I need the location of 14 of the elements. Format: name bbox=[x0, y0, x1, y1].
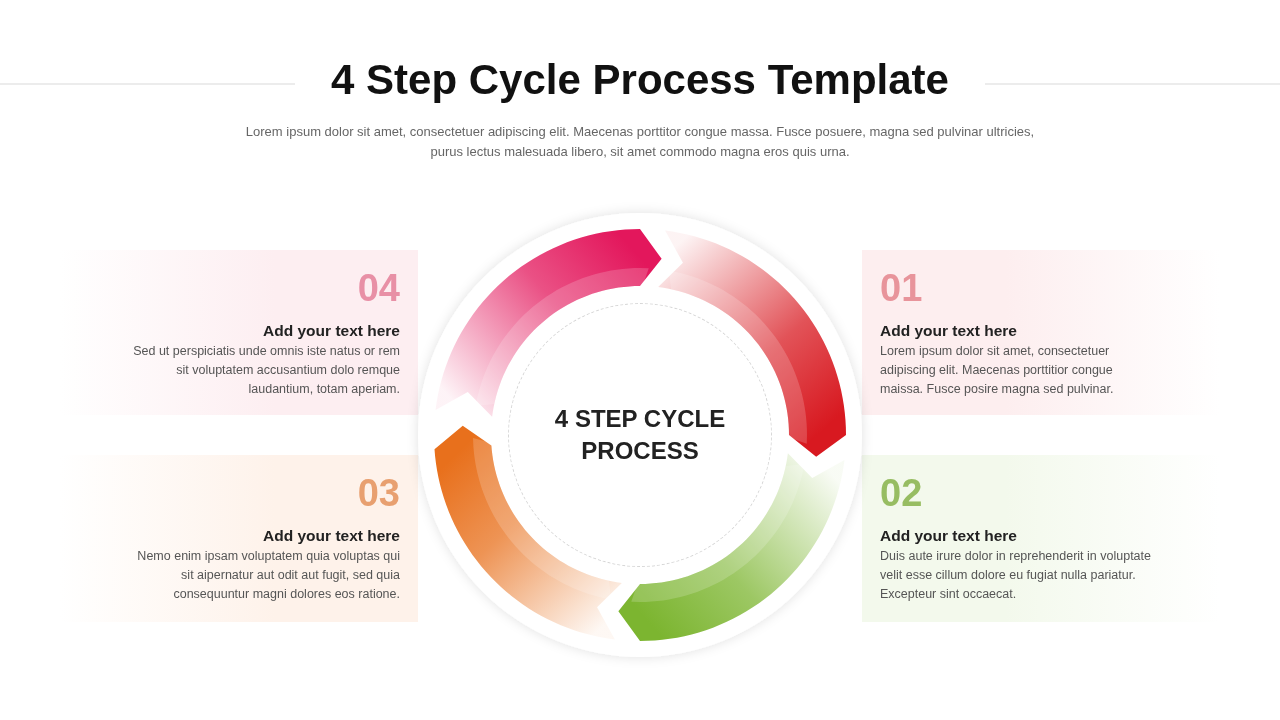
step-number: 02 bbox=[880, 473, 923, 513]
step-number: 03 bbox=[357, 473, 400, 513]
step-heading: Add your text here bbox=[263, 321, 400, 341]
step-number: 01 bbox=[880, 268, 923, 308]
step-description: Duis aute irure dolor in reprehenderit in voluptate velit esse cillum dolore eu fugiat nulla pariatur. Excepteur sint occaecat. bbox=[880, 548, 1152, 603]
step-heading: Add your text here bbox=[880, 526, 1017, 546]
step-heading: Add your text here bbox=[880, 321, 1017, 341]
step-description: Lorem ipsum dolor sit amet, consectetuer adipiscing elit. Maecenas porttitior congue maissa. Fusce posire magna sed pulvinar. bbox=[880, 343, 1115, 398]
step-description: Nemo enim ipsam voluptatem quia voluptas qui sit aipernatur aut odit aut fugit, sed quia consequuntur magni dolores eos ratione. bbox=[136, 548, 400, 603]
subtitle-paragraph: Lorem ipsum dolor sit amet, consectetuer adipiscing elit. Maecenas porttitor congue massa. Fusce posuere, magna sed pulvinar ultricies, purus lectus malesuada libero, sit amet commodo magna eros quis urna. bbox=[244, 123, 1036, 161]
step-description: Sed ut perspiciatis unde omnis iste natus or rem sit voluptatem accusantium dolo remque laudantium, totam aperiam. bbox=[132, 343, 400, 398]
center-title: 4 STEP CYCLE PROCESS bbox=[553, 404, 727, 466]
step-heading: Add your text here bbox=[263, 526, 400, 546]
step-number: 04 bbox=[357, 268, 400, 308]
